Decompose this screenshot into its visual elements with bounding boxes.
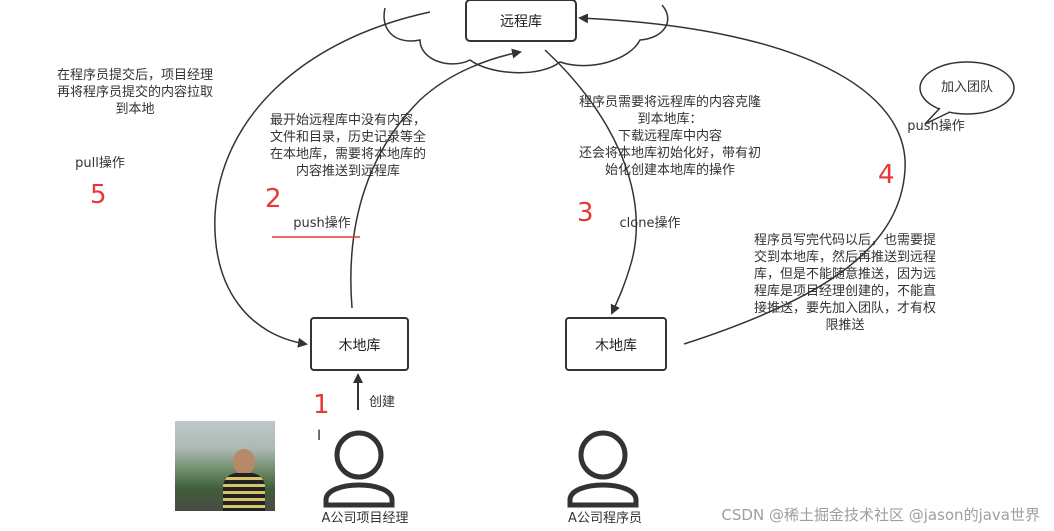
text-cursor-icon: I <box>317 428 322 444</box>
clone-op-label: clone操作 <box>619 216 681 231</box>
push-init-note: 最开始远程库中没有内容， 文件和目录，历史记录等全 在本地库，需要将本地库的 内… <box>269 113 426 179</box>
manager-photo <box>175 421 275 511</box>
manager-label: A公司项目经理 <box>321 511 409 526</box>
team-bubble-tail <box>924 107 951 125</box>
pull-op-label: pull操作 <box>75 156 125 171</box>
local-repo-manager-box <box>310 317 409 371</box>
local-repo-programmer-label: 木地库 <box>595 338 637 354</box>
push-arrow <box>350 48 522 309</box>
create-op-label: 创建 <box>369 395 396 410</box>
step-4: 4 <box>878 160 895 190</box>
team-bubble-label: 加入团队 <box>940 80 993 95</box>
remote-repo-box <box>465 0 577 42</box>
push-op-label: push操作 <box>293 216 351 231</box>
local-repo-programmer-box <box>565 317 667 371</box>
push-team-arrow <box>578 13 906 345</box>
step-2: 2 <box>265 184 282 214</box>
remote-repo-label: 远程库 <box>500 14 542 30</box>
push-team-op-label: push操作 <box>907 119 965 134</box>
watermark: CSDN @稀土掘金技术社区 @jason的java世界 <box>721 506 1040 524</box>
pull-note: 在程序员提交后，项目经理 再将程序员提交的内容拉取 到本地 <box>56 68 213 117</box>
push-team-note: 程序员写完代码以后，也需要提 交到本地库，然后再推送到远程 库，但是不能随意推送… <box>753 233 936 333</box>
programmer-label: A公司程序员 <box>568 511 642 526</box>
local-repo-manager-label: 木地库 <box>338 338 381 354</box>
team-bubble <box>919 61 1015 115</box>
cloud-shape <box>383 4 669 74</box>
clone-arrow <box>544 49 637 315</box>
step-1: 1 <box>313 390 330 420</box>
step-3: 3 <box>577 198 594 228</box>
person-programmer-icon <box>567 430 639 508</box>
pull-arrow <box>214 11 431 348</box>
clone-note: 程序员需要将远程库的内容克隆 到本地库： 下载远程库中内容 还会将本地库初始化好… <box>578 95 761 178</box>
step-5: 5 <box>90 180 107 210</box>
person-manager-icon <box>323 430 395 508</box>
